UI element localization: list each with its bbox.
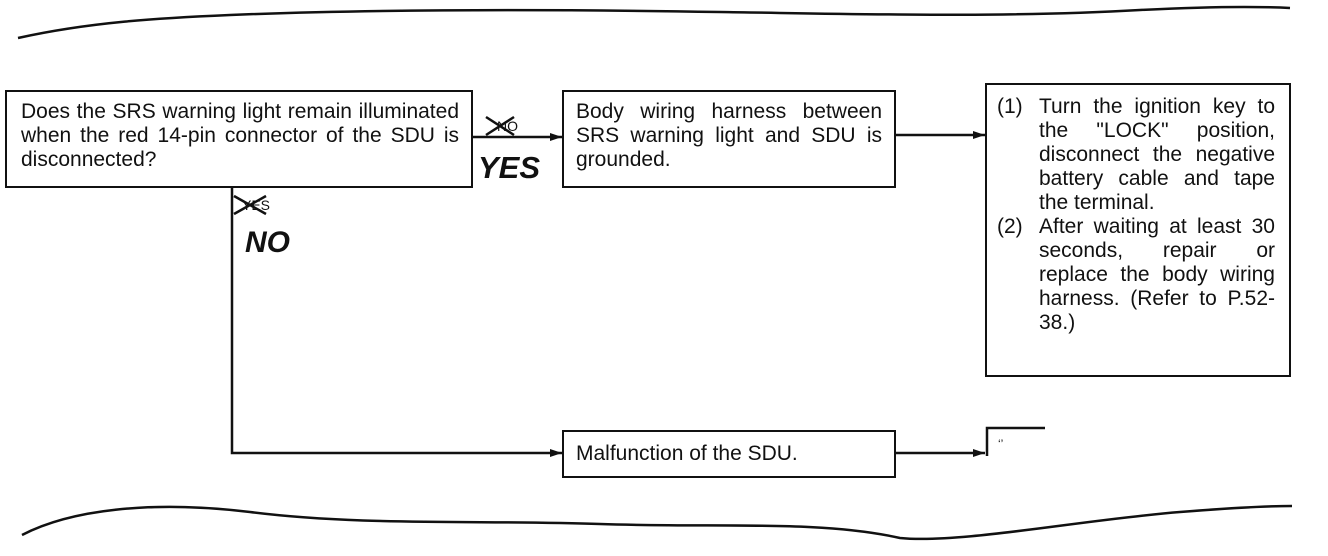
yes-arrowhead (550, 133, 562, 141)
top-tear-edge (17, 5, 1291, 40)
x-mark-no-2 (485, 115, 515, 137)
no-arrowhead (550, 449, 562, 457)
no-label: NO (245, 226, 290, 259)
harness-result-box: Body wiring harness between SRS warning … (562, 90, 896, 188)
struck-no-label: NO (497, 118, 518, 134)
sdu-result-text: Malfunction of the SDU. (576, 442, 798, 465)
step-text: After waiting at least 30 seconds, repai… (1039, 215, 1275, 334)
next-arrowhead (973, 449, 985, 457)
step-number: (2) (997, 215, 1023, 238)
step-text: Turn the ignition key to the "LOCK" posi… (1039, 95, 1275, 214)
step-item: (1) Turn the ignition key to the "LOCK" … (997, 95, 1275, 215)
yes-label: YES (478, 150, 541, 185)
no-connector (230, 188, 562, 455)
struck-yes-label: YES (242, 197, 271, 213)
step-number: (1) (997, 95, 1023, 118)
x-mark-yes-2 (233, 194, 267, 216)
repair-steps-box: (1) Turn the ignition key to the "LOCK" … (985, 83, 1291, 377)
question-box: Does the SRS warning light remain illumi… (5, 90, 473, 188)
harness-result-text: Body wiring harness between SRS warning … (576, 100, 882, 171)
sdu-result-box: Malfunction of the SDU. (562, 430, 896, 478)
svg-text:‘’: ‘’ (998, 437, 1003, 451)
partial-next-box (985, 426, 1045, 456)
step-item: (2) After waiting at least 30 seconds, r… (997, 215, 1275, 335)
bottom-tear-edge (21, 504, 1293, 541)
steps-arrowhead (973, 131, 985, 139)
question-text: Does the SRS warning light remain illumi… (21, 100, 459, 171)
